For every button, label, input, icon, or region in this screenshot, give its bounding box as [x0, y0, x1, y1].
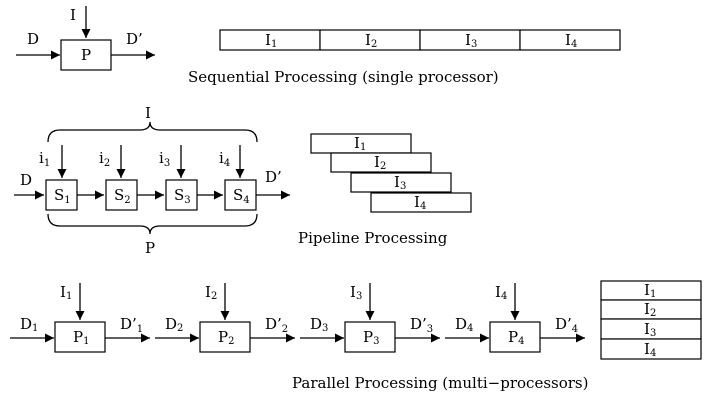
unit-output-label: D’3: [410, 315, 433, 335]
segment-label: I1: [265, 31, 277, 50]
stage-label: S2: [114, 186, 131, 206]
parallel-unit: I2 D2 P2 D’2: [155, 283, 295, 353]
pipeline-processor-label: P: [145, 239, 155, 257]
stage-instruction-label: i2: [99, 149, 110, 169]
stack-label: I3: [644, 320, 656, 339]
unit-processor-box: [54, 321, 106, 353]
unit-instruction-label: I4: [495, 283, 507, 302]
unit-processor-box: [489, 321, 541, 353]
unit-processor-box: [344, 321, 396, 353]
unit-input-label: D2: [165, 315, 183, 334]
pipeline-instruction-arrows: i1 i2 i3 i4: [39, 145, 245, 178]
stage-instruction-label: i4: [219, 149, 230, 169]
pipeline-output-label: D’: [265, 168, 282, 186]
input-label: D: [27, 30, 39, 48]
pipeline-bar-label: I2: [374, 153, 386, 172]
sequential-caption: Sequential Processing (single processor): [188, 68, 499, 86]
processor-brace: [47, 213, 258, 235]
pipeline-input-label: D: [20, 171, 32, 189]
sequential-timeline: I1 I2 I3 I4: [219, 29, 621, 51]
pipeline-instruction-label: I: [145, 104, 151, 122]
parallel-stack-cell: [600, 338, 702, 360]
stage-instruction-label: i3: [159, 149, 170, 169]
unit-output-label: D’4: [555, 315, 578, 335]
pipeline-bar: [370, 192, 472, 213]
unit-processor-label: P1: [73, 328, 89, 347]
pipeline-bar-label: I3: [394, 173, 406, 192]
parallel-caption: Parallel Processing (multi−processors): [292, 374, 588, 392]
unit-processor-box: [199, 321, 251, 353]
timeline-segment: [519, 29, 621, 51]
pipeline-stages: S1 S2 S3 S4: [45, 179, 290, 211]
segment-label: I4: [565, 31, 577, 50]
unit-instruction-label: I1: [60, 283, 72, 302]
output-label: D’: [126, 30, 143, 48]
pipeline-section: I i1 i2 i3 i4 D S1 S2 S3 S4: [14, 104, 472, 257]
processor-label: P: [81, 46, 91, 64]
segment-label: I2: [365, 31, 377, 50]
unit-output-label: D’2: [265, 315, 288, 335]
stage-label: S4: [233, 186, 250, 206]
unit-processor-label: P4: [508, 328, 524, 347]
stage-label: S3: [174, 186, 191, 206]
stage-label: S1: [54, 186, 71, 206]
unit-processor-label: P2: [218, 328, 234, 347]
stage-instruction-label: i1: [39, 149, 50, 169]
parallel-timeline: I1 I2 I3 I4: [600, 280, 702, 360]
unit-output-label: D’1: [120, 315, 143, 335]
sequential-section: I D P D’ I1 I2 I3 I4 Sequential Processi…: [16, 6, 621, 86]
parallel-section: I1 D1 P1 D’1 I2 D2 P2 D’2 I3 D3 P3: [10, 280, 702, 392]
pipeline-bar-label: I1: [354, 134, 366, 153]
unit-input-label: D4: [455, 315, 473, 334]
stack-label: I4: [644, 340, 656, 359]
pipeline-bar-label: I4: [414, 193, 426, 212]
pipeline-bar: [350, 172, 452, 193]
stage-box: [165, 179, 198, 211]
stack-label: I2: [644, 300, 656, 319]
unit-instruction-label: I2: [205, 283, 217, 302]
pipeline-bar: [330, 152, 432, 173]
unit-processor-label: P3: [363, 328, 379, 347]
parallel-unit: I3 D3 P3 D’3: [300, 283, 440, 353]
instruction-brace: [47, 121, 258, 143]
segment-label: I3: [465, 31, 477, 50]
unit-instruction-label: I3: [350, 283, 362, 302]
pipeline-caption: Pipeline Processing: [298, 229, 448, 247]
parallel-unit: I1 D1 P1 D’1: [10, 283, 150, 353]
unit-input-label: D1: [20, 315, 38, 334]
unit-input-label: D3: [310, 315, 328, 334]
parallel-unit: I4 D4 P4 D’4: [445, 283, 585, 353]
stage-box: [224, 179, 257, 211]
instruction-label: I: [70, 6, 76, 24]
pipeline-timeline: I1 I2 I3 I4: [310, 133, 472, 213]
stack-label: I1: [644, 281, 656, 300]
